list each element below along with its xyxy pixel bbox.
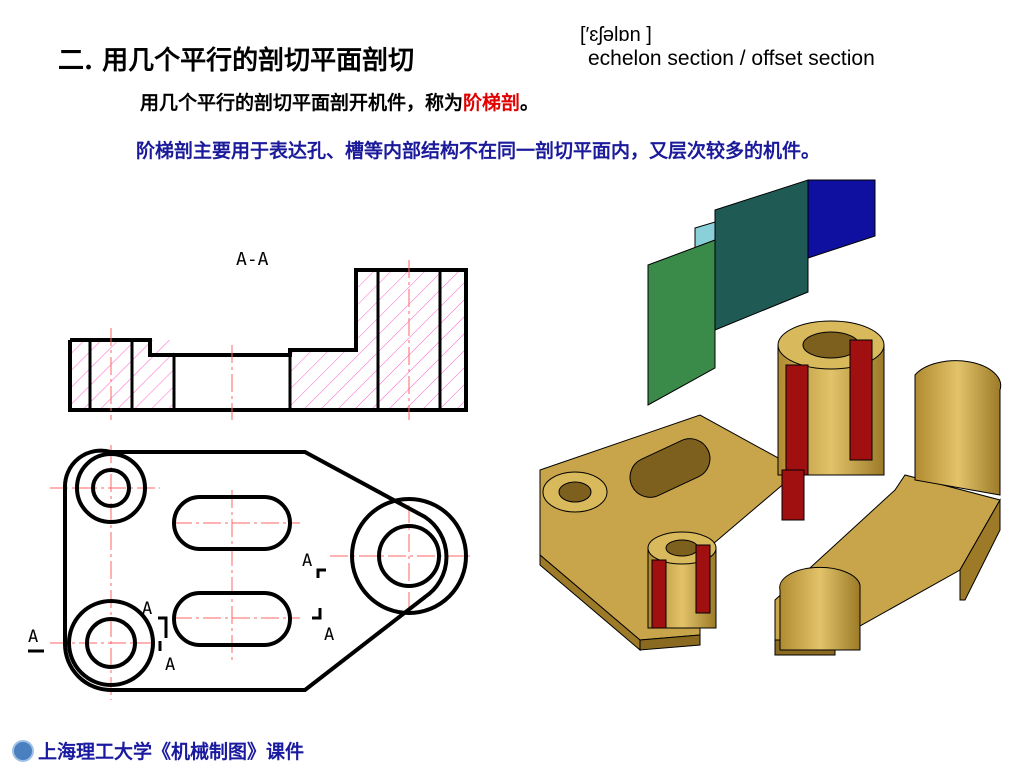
definition-text: 用几个平行的剖切平面剖开机件，称为 bbox=[140, 92, 464, 114]
phonetic-transcription: [′ɛʃəlɒn ] bbox=[580, 24, 652, 46]
cut-label-lower: A bbox=[165, 655, 175, 675]
cut-label-right-upper: A bbox=[302, 551, 312, 571]
cut-label-right-lower: A bbox=[324, 625, 334, 645]
english-term: echelon section / offset section bbox=[588, 47, 875, 70]
isometric-part-left bbox=[539, 320, 885, 652]
slide-title: 二. 用几个平行的剖切平面剖切 bbox=[58, 46, 415, 76]
section-view-hatching bbox=[70, 270, 466, 410]
definition-line: 用几个平行的剖切平面剖开机件，称为阶梯剖。 bbox=[140, 88, 539, 115]
description-paragraph: 阶梯剖主要用于表达孔、槽等内部结构不在同一剖切平面内，又层次较多的机件。 bbox=[98, 136, 938, 166]
section-view-hole-lines bbox=[88, 270, 442, 410]
top-view-centerlines bbox=[50, 445, 470, 700]
footer: 上海理工大学《机械制图》课件 bbox=[12, 737, 304, 764]
description-text: 阶梯剖主要用于表达孔、槽等内部结构不在同一剖切平面内，又层次较多的机件。 bbox=[136, 140, 821, 162]
university-logo-icon bbox=[12, 739, 34, 762]
cutting-plane-marks bbox=[28, 568, 326, 653]
definition-end: 。 bbox=[520, 92, 540, 114]
definition-highlight: 阶梯剖 bbox=[463, 92, 521, 114]
cut-label-left: A bbox=[28, 627, 38, 647]
cutting-plane-labels: A A A A A bbox=[28, 551, 334, 675]
top-view-outline bbox=[62, 448, 468, 692]
isometric-part-right bbox=[774, 360, 1002, 656]
section-view-outline bbox=[68, 268, 468, 412]
cutting-planes-3d bbox=[647, 179, 876, 406]
section-view-label: A-A bbox=[236, 249, 269, 270]
footer-text: 上海理工大学《机械制图》课件 bbox=[38, 741, 305, 763]
section-view-centerlines bbox=[110, 260, 410, 420]
cut-label-lower-upper: A bbox=[142, 599, 152, 619]
